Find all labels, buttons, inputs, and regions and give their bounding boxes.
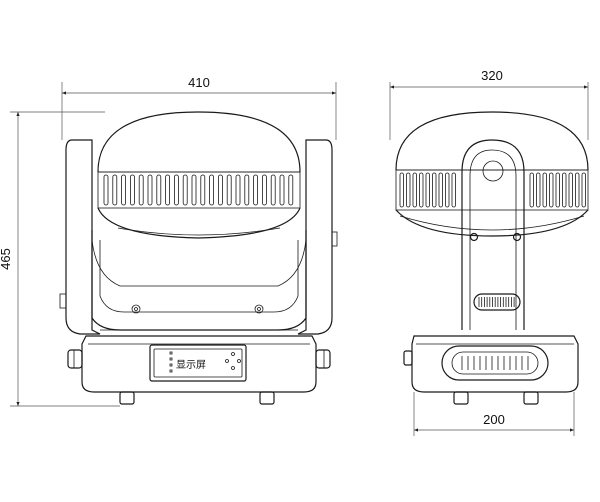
front-fin	[244, 174, 250, 206]
panel-button-right	[237, 359, 241, 363]
front-fin	[147, 174, 153, 206]
dim-label-front-width: 410	[188, 75, 210, 90]
front-head-dome	[97, 111, 301, 173]
front-fin	[253, 174, 259, 206]
side-base	[403, 335, 579, 405]
front-fin	[156, 174, 162, 206]
front-view	[59, 111, 338, 335]
side-fin-left	[412, 172, 417, 208]
panel-button-left	[225, 359, 229, 363]
front-fin	[217, 174, 223, 206]
front-fin	[112, 174, 118, 206]
side-fin-left	[425, 172, 430, 208]
side-fin-right	[581, 172, 586, 208]
front-yoke-frame	[91, 230, 307, 331]
side-base-connector	[403, 350, 413, 366]
display-panel: 显示屏	[149, 344, 247, 382]
side-base-handle	[441, 345, 549, 381]
front-fin	[165, 174, 171, 206]
panel-button-up	[231, 352, 235, 356]
side-arm-screw-left	[469, 232, 479, 242]
dim-label-front-height: 465	[0, 248, 13, 270]
front-head-bowl	[97, 207, 301, 239]
front-fin	[103, 174, 109, 206]
front-fin	[288, 174, 294, 206]
dim-label-base-width: 200	[483, 412, 505, 427]
side-arm-screw-right	[512, 232, 522, 242]
side-tilt-knob	[473, 293, 521, 311]
side-fin-right	[549, 172, 554, 208]
side-fin-right	[529, 172, 534, 208]
front-fin	[173, 174, 179, 206]
front-yoke-left-arm	[65, 139, 101, 335]
side-fin-left	[419, 172, 424, 208]
dim-label-side-width: 320	[481, 68, 503, 83]
front-base-foot-right	[259, 391, 275, 405]
front-yoke-right-latch	[331, 231, 338, 247]
side-fin-left	[438, 172, 443, 208]
side-fin-right	[536, 172, 541, 208]
side-head-fin-band	[395, 169, 589, 211]
front-fin	[226, 174, 232, 206]
front-base-handle-right	[315, 349, 331, 369]
side-fin-right	[562, 172, 567, 208]
front-base-handle-left	[67, 349, 83, 369]
front-fin	[270, 174, 276, 206]
front-fin	[261, 174, 267, 206]
front-frame-screw-right	[254, 304, 264, 314]
side-yoke-arm	[461, 139, 525, 330]
display-panel-label: 显示屏	[176, 359, 206, 371]
front-base: 显示屏	[67, 335, 331, 405]
dimension-side-width: 320	[389, 68, 589, 140]
front-fin	[209, 174, 215, 206]
side-head-bowl	[395, 209, 589, 237]
side-fin-right	[555, 172, 560, 208]
front-base-foot-left	[119, 391, 135, 405]
side-base-foot-left	[453, 391, 469, 405]
side-fin-left	[445, 172, 450, 208]
dimension-base-width: 200	[413, 392, 575, 436]
dimension-front-height: 465	[0, 111, 120, 407]
front-head-fins	[97, 171, 301, 209]
front-yoke-right-arm	[297, 139, 333, 335]
side-fin-left	[406, 172, 411, 208]
side-fin-right	[575, 172, 580, 208]
side-fin-left	[399, 172, 404, 208]
front-fin	[191, 174, 197, 206]
front-fin	[279, 174, 285, 206]
front-fin	[138, 174, 144, 206]
side-view	[395, 111, 589, 330]
front-fin	[121, 174, 126, 206]
side-fin-right	[542, 172, 547, 208]
front-yoke-left-latch	[59, 293, 67, 309]
side-fin-left	[432, 172, 437, 208]
panel-button-down	[231, 366, 235, 370]
side-base-foot-right	[523, 391, 539, 405]
dimension-front-width: 410	[61, 75, 337, 140]
front-fin	[129, 174, 135, 206]
side-head-dome	[395, 111, 589, 171]
front-fin	[200, 174, 206, 206]
side-fin-left	[451, 172, 456, 208]
front-fin	[182, 174, 188, 206]
side-fin-right	[568, 172, 573, 208]
front-fin	[235, 174, 241, 206]
front-frame-screw-left	[131, 304, 141, 314]
